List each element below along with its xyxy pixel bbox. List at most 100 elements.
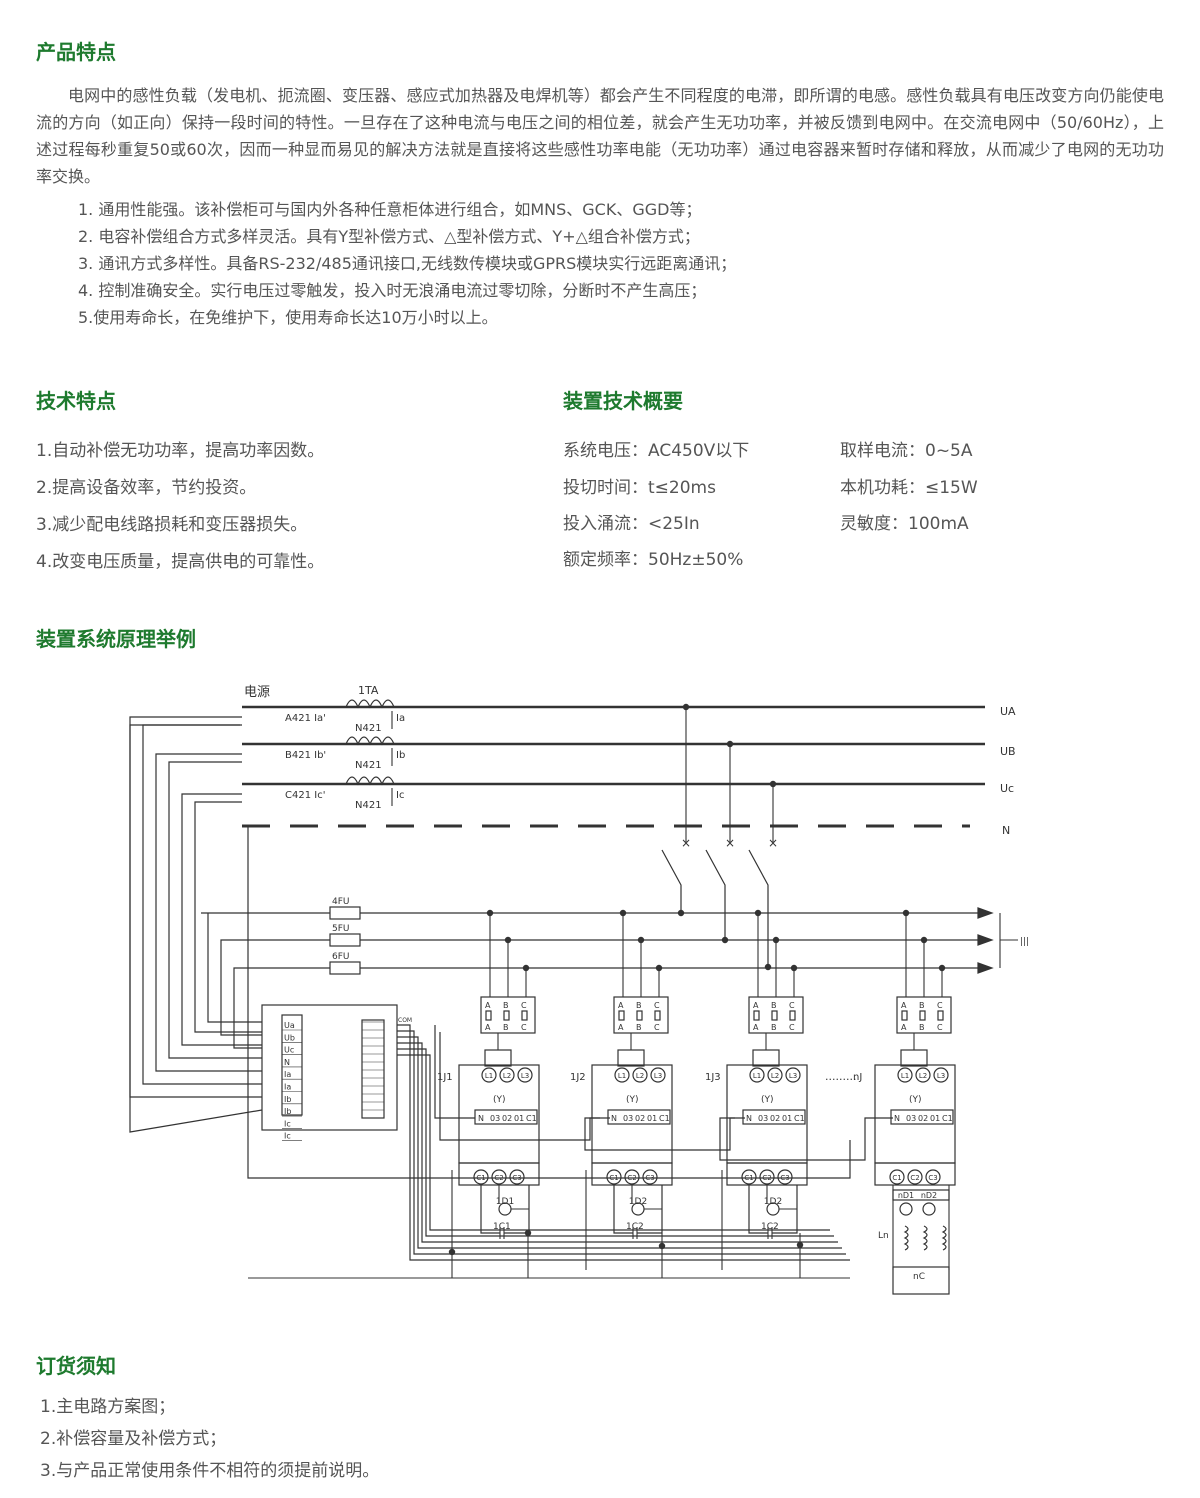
controller-terminal-label: Ic <box>284 1132 291 1141</box>
controller-terminal-label: Ic <box>284 1119 291 1128</box>
contactor-bottom <box>874 1162 956 1186</box>
junction-dot <box>619 909 627 917</box>
label-inductor: Ln <box>878 1231 889 1241</box>
indicator-lamp <box>922 1202 936 1216</box>
junction-dot <box>772 936 780 944</box>
switch-x: × <box>725 836 735 850</box>
wire <box>220 939 330 1036</box>
fuse-element <box>771 1010 778 1021</box>
contactor-terminal <box>915 1067 931 1083</box>
switch-x: × <box>768 836 778 850</box>
label-phase: C <box>937 1023 943 1032</box>
wire <box>748 849 769 967</box>
ct-coil <box>345 776 395 786</box>
label-terminal: C2 <box>627 1174 636 1182</box>
wire <box>181 793 262 1046</box>
label-ctrl-terminal: 02 <box>502 1114 512 1123</box>
label-n421: N421 <box>355 723 382 734</box>
junction-dot <box>486 909 494 917</box>
wire <box>129 716 262 1098</box>
label-ctrl-terminal: 01 <box>514 1114 524 1123</box>
diagram-title: 装置系统原理举例 <box>36 627 196 651</box>
label-n421: N421 <box>355 760 382 771</box>
wire <box>397 1054 830 1231</box>
label-phase: C <box>937 1001 943 1010</box>
junction-dot <box>677 909 685 917</box>
controller-box <box>261 1004 398 1131</box>
product-item-2: 2. 电容补偿组合方式多样灵活。具有Y型补偿方式、△型补偿方式、Y+△组合补偿方… <box>78 227 700 246</box>
fuse-element <box>485 1010 492 1021</box>
label-phase: A <box>901 1023 907 1032</box>
fuse-element <box>618 1010 625 1021</box>
junction-dot <box>655 964 663 972</box>
capacitor-terminal <box>741 1169 757 1185</box>
wire <box>168 761 262 1059</box>
label-phase: B <box>919 1023 925 1032</box>
label-phase: B <box>636 1023 642 1032</box>
label-capacitor: 1C2 <box>761 1222 779 1232</box>
controller-terminal-label: Uc <box>284 1046 294 1055</box>
label-phase: A <box>485 1001 491 1010</box>
label-phase: A <box>753 1023 759 1032</box>
label-terminal: L2 <box>636 1072 644 1080</box>
label-uc: Uc <box>1000 782 1014 795</box>
label-terminal: L1 <box>753 1072 761 1080</box>
fuse-6 <box>329 961 361 975</box>
controller-terminal-label: Ua <box>284 1021 295 1030</box>
capacitor-terminal <box>925 1169 941 1185</box>
label-phase: C <box>521 1023 527 1032</box>
label-terminal: L3 <box>521 1072 529 1080</box>
label-terminal: C1 <box>476 1174 485 1182</box>
label-contactor: 1J2 <box>570 1072 586 1083</box>
label-phase: C <box>654 1023 660 1032</box>
junction-dot <box>524 1229 532 1237</box>
product-item-4: 4. 控制准确安全。实行电压过零触发，投入时无浪涌电流过零切除，分断时不产生高压… <box>78 281 707 300</box>
controller-terminal-label: Ib <box>284 1095 291 1104</box>
controller-terminal-label: Ia <box>284 1070 291 1079</box>
fuse-element <box>901 1010 908 1021</box>
label-phase: B <box>636 1001 642 1010</box>
contactor-terminal <box>767 1067 783 1083</box>
label-ctrl-terminal: 01 <box>782 1114 792 1123</box>
label-source: 电源 <box>244 685 270 700</box>
order-item-1: 1.主电路方案图； <box>40 1397 176 1417</box>
label-terminal: L3 <box>789 1072 797 1080</box>
controller-terminal-label: Ib <box>284 1107 291 1116</box>
label-n421: N421 <box>355 800 382 811</box>
contactor-terminal <box>749 1067 765 1083</box>
terminal-arrow <box>977 962 994 974</box>
label-ct: 1TA <box>358 684 379 697</box>
capacitor-terminal <box>606 1169 622 1185</box>
label-ctrl-terminal: 03 <box>906 1114 916 1123</box>
wire <box>142 724 262 1085</box>
label-ct-secondary: Ib <box>396 750 405 761</box>
label-ctrl-terminal: N <box>611 1114 617 1123</box>
label-phase: C <box>789 1001 795 1010</box>
label-capacitor: 1C2 <box>626 1222 644 1232</box>
label-lamp: 1D2 <box>629 1197 647 1207</box>
junction-dot <box>764 963 772 971</box>
fuse-element <box>789 1010 796 1021</box>
label-ctrl-terminal: N <box>746 1114 752 1123</box>
spec-sample-current: 取样电流：0~5A <box>840 441 973 461</box>
fuse-4 <box>329 906 361 920</box>
label-phase: B <box>503 1023 509 1032</box>
label-ctrl-terminal: 02 <box>918 1114 928 1123</box>
wire <box>480 1185 500 1234</box>
label-ctrl-terminal: 03 <box>490 1114 500 1123</box>
junction-dot <box>721 936 729 944</box>
fuse-element <box>636 1010 643 1021</box>
junction-dot <box>522 964 530 972</box>
label-phase: A <box>901 1001 907 1010</box>
controller-right-terminals <box>361 1019 385 1119</box>
contactor-coil <box>484 1049 512 1067</box>
label-ctrl-terminal: C1 <box>659 1114 670 1123</box>
label-com: COM <box>398 1017 412 1024</box>
tech-item-2: 2.提高设备效率，节约投资。 <box>36 478 257 498</box>
label-terminal: L2 <box>919 1072 927 1080</box>
label-ctrl-terminal: C1 <box>942 1114 953 1123</box>
label-terminal: C1 <box>609 1174 618 1182</box>
ct-coil <box>345 736 395 746</box>
label-terminal: C3 <box>512 1174 521 1182</box>
fuse-element <box>521 1010 528 1021</box>
